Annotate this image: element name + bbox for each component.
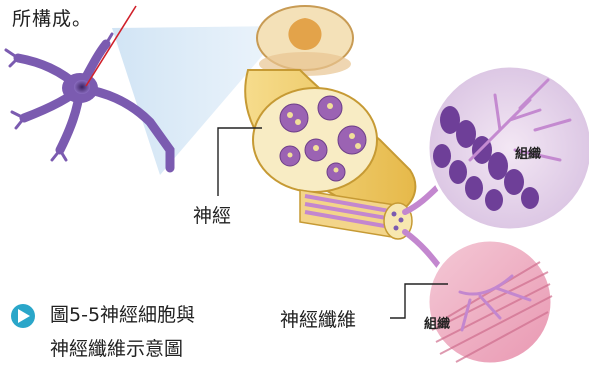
tissue-circle-lower	[428, 240, 552, 364]
figure-title-line2: 神經纖維示意圖	[50, 334, 183, 361]
spinal-cord-section	[257, 6, 353, 76]
label-nerve: 神經	[193, 201, 231, 228]
label-tissue-lower: 組織	[424, 313, 450, 332]
label-nerve-fiber: 神經纖維	[280, 305, 356, 332]
play-icon	[11, 304, 35, 328]
caption-top: 所構成。	[12, 4, 92, 31]
tissue-circle-upper	[428, 66, 589, 230]
label-tissue-upper: 組織	[515, 143, 541, 162]
figure-title-line1: 圖5-5神經細胞與	[50, 300, 195, 327]
